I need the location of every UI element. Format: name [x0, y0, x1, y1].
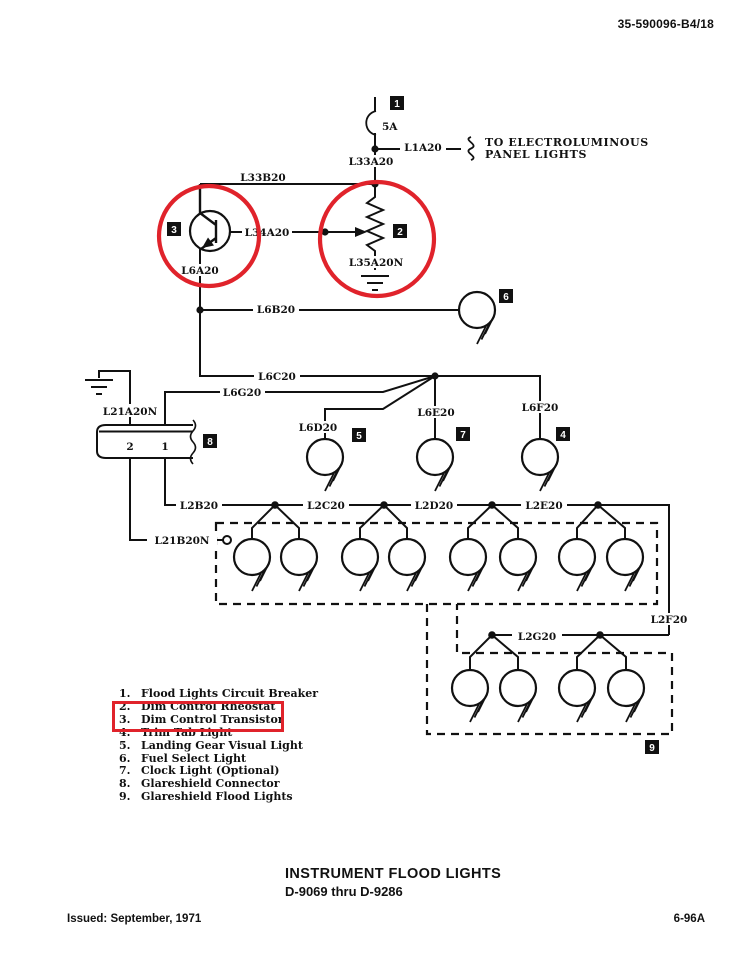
flood-lamp	[387, 537, 427, 593]
wire-label-l6f20: L6F20	[522, 402, 559, 414]
flood-lamp	[279, 537, 319, 593]
wire-label-l6c20: L6C20	[258, 371, 296, 383]
wire-label-l1a20: L1A20	[404, 142, 441, 154]
circuit-breaker-symbol	[365, 110, 377, 136]
glareshield-flood-lamp	[498, 668, 538, 724]
wire-label-l21a20n: L21A20N	[103, 406, 158, 418]
highlight-circle-rheostat	[317, 179, 437, 299]
page-number: 6-96A	[673, 913, 705, 925]
wire-labels: 5A L1A20 L33A20 L33B20 L34A20 L35A20N L6…	[101, 121, 693, 643]
connector-break-edge	[189, 419, 197, 465]
transistor-body	[188, 209, 232, 253]
trim-tab-light-lamp	[520, 437, 560, 493]
wire-label-l2c20: L2C20	[307, 500, 345, 512]
wire-label-l21b20n: L21B20N	[154, 535, 209, 547]
wire-label-l6e20: L6E20	[417, 407, 454, 419]
flood-lamp	[232, 537, 272, 593]
highlight-circle-transistor	[156, 183, 262, 289]
wire-label-l6a20: L6A20	[181, 265, 218, 277]
wire-label-l2e20: L2E20	[525, 500, 562, 512]
flood-lamp	[605, 537, 645, 593]
wire-label-l34a20: L34A20	[245, 227, 290, 239]
wire-label-l2f20: L2F20	[651, 614, 688, 626]
legend: 1.Flood Lights Circuit Breaker 2.Dim Con…	[119, 687, 319, 804]
flood-lamp	[498, 537, 538, 593]
badge-5: 5	[356, 431, 362, 442]
wire-label-l6g20: L6G20	[223, 387, 261, 399]
rheostat-symbol	[364, 184, 386, 270]
callout-badges: 1 2 3 4 5 6 7 8 9	[167, 96, 659, 754]
legend-item: 3.Dim Control Transistor	[119, 712, 284, 726]
badge-8: 8	[207, 437, 213, 448]
glareshield-flood-lamp	[606, 668, 646, 724]
doc-number: 35-590096-B4/18	[617, 17, 714, 31]
to-panel-lights-line2: PANEL LIGHTS	[485, 148, 587, 161]
emitter-arrow	[202, 237, 214, 248]
glareshield-flood-lights-box	[425, 604, 674, 736]
connector-body	[96, 424, 193, 459]
issued-date: Issued: September, 1971	[67, 913, 202, 925]
wire-label-l6d20: L6D20	[299, 422, 337, 434]
glareshield-flood-lamp	[557, 668, 597, 724]
ground-symbol-connector	[84, 379, 114, 395]
badge-6: 6	[503, 292, 509, 303]
wire-label-l2d20: L2D20	[415, 500, 453, 512]
connector-ground-wire	[98, 370, 131, 425]
upper-lamp-splits	[251, 504, 626, 539]
wire-label-l2b20: L2B20	[180, 500, 218, 512]
fuel-select-light-lamp	[457, 290, 497, 346]
badge-1: 1	[394, 99, 400, 110]
wire-label-l33a20: L33A20	[349, 156, 394, 168]
continuation-brace	[467, 136, 475, 161]
to-panel-lights-line1: TO ELECTROLUMINOUS	[485, 136, 649, 149]
wire-label-l35a20n: L35A20N	[349, 257, 404, 269]
legend-item: 5.Landing Gear Visual Light	[119, 738, 303, 752]
flood-lamp	[557, 537, 597, 593]
wiper-arrow	[355, 227, 367, 237]
badge-2: 2	[397, 227, 403, 238]
landing-gear-visual-light-lamp	[305, 437, 345, 493]
legend-item: 8.Glareshield Connector	[119, 777, 280, 791]
glareshield-flood-lamp	[450, 668, 490, 724]
legend-item: 1.Flood Lights Circuit Breaker	[119, 687, 319, 700]
wire-label-l2g20: L2G20	[518, 631, 556, 643]
junction-dots	[196, 145, 604, 639]
clock-light-lamp	[415, 437, 455, 493]
flood-lamp	[340, 537, 380, 593]
legend-highlight-box	[112, 701, 284, 732]
terminal-circle	[222, 535, 232, 545]
connector-pin-2: 2	[126, 441, 133, 453]
ground-symbol-rheostat	[360, 275, 390, 291]
flood-lights-group-box	[214, 521, 659, 606]
wire-label-l33b20: L33B20	[240, 172, 285, 184]
breaker-rating-label: 5A	[382, 121, 398, 133]
l6g20-wire	[164, 375, 436, 425]
legend-item: 6.Fuel Select Light	[119, 751, 247, 765]
connector-pin-1: 1	[161, 441, 168, 453]
badge-9: 9	[649, 743, 655, 754]
badge-4: 4	[560, 430, 566, 441]
badge-3: 3	[171, 225, 177, 236]
wire-label-l6b20: L6B20	[257, 304, 295, 316]
legend-item: 9.Glareshield Flood Lights	[119, 790, 293, 804]
badge-7: 7	[460, 430, 466, 441]
lower-lamp-splits	[469, 634, 627, 670]
serial-range: D-9069 thru D-9286	[285, 884, 403, 899]
legend-item: 7.Clock Light (Optional)	[119, 764, 280, 778]
flood-lamp	[448, 537, 488, 593]
l6-bus-wire	[199, 249, 541, 439]
diagram-title: INSTRUMENT FLOOD LIGHTS	[285, 866, 502, 882]
title-block: INSTRUMENT FLOOD LIGHTS D-9069 thru D-92…	[285, 866, 501, 899]
